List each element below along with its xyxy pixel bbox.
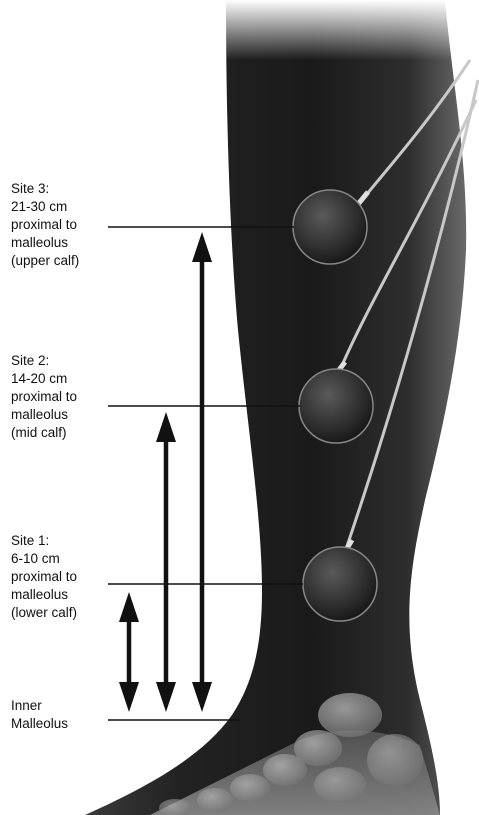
site-3-line-3: proximal to — [11, 216, 79, 234]
label-site-3: Site 3: 21-30 cm proximal to malleolus (… — [11, 180, 79, 270]
site-1-line-3: proximal to — [11, 568, 77, 586]
site-3-line-4: malleolus — [11, 234, 79, 252]
site-2-line-2: 14-20 cm — [11, 370, 77, 388]
label-site-1: Site 1: 6-10 cm proximal to malleolus (l… — [11, 532, 77, 622]
site-3-line-1: Site 3: — [11, 180, 79, 198]
site-2-line-1: Site 2: — [11, 352, 77, 370]
site-2-line-3: proximal to — [11, 388, 77, 406]
electrode-site-1 — [303, 547, 377, 621]
site-1-line-5: (lower calf) — [11, 604, 77, 622]
label-inner-malleolus: Inner Malleolus — [11, 697, 68, 733]
site-1-line-1: Site 1: — [11, 532, 77, 550]
site-2-line-5: (mid calf) — [11, 424, 77, 442]
leg-shape — [85, 0, 466, 815]
site-2-line-4: malleolus — [11, 406, 77, 424]
arrow-site-2 — [156, 412, 176, 712]
arrow-site-3 — [192, 232, 212, 712]
site-1-line-4: malleolus — [11, 586, 77, 604]
arrow-site-1 — [119, 592, 139, 712]
site-3-line-2: 21-30 cm — [11, 198, 79, 216]
site-1-line-2: 6-10 cm — [11, 550, 77, 568]
malleolus-line-2: Malleolus — [11, 715, 68, 733]
malleolus-line-1: Inner — [11, 697, 68, 715]
site-3-line-5: (upper calf) — [11, 252, 79, 270]
label-site-2: Site 2: 14-20 cm proximal to malleolus (… — [11, 352, 77, 442]
electrode-site-2 — [299, 369, 373, 443]
electrode-site-3 — [293, 190, 367, 264]
